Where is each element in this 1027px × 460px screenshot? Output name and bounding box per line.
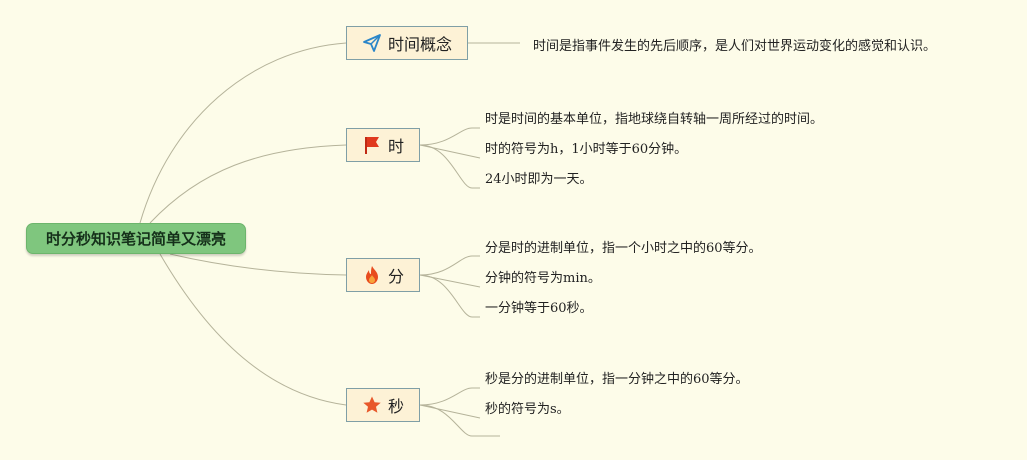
connector-minute-leaf-1: [419, 255, 480, 276]
connector-hour-leaf-3: [419, 144, 480, 189]
branch-minute[interactable]: 分: [346, 258, 420, 292]
branch-hour[interactable]: 时: [346, 128, 420, 162]
connector-minute-leaf-3: [419, 274, 480, 318]
leaf-hour-2[interactable]: 时的符号为h，1小时等于60分钟。: [485, 142, 688, 157]
leaf-second-1[interactable]: 秒是分的进制单位，指一分钟之中的60等分。: [485, 372, 749, 387]
red-flag-icon: [362, 135, 382, 155]
branch-label: 秒: [387, 397, 404, 416]
connector-hour-leaf-2: [419, 144, 481, 159]
leaf-hour-1[interactable]: 时是时间的基本单位，指地球绕自转轴一周所经过的时间。: [485, 112, 824, 127]
branch-time-concept[interactable]: 时间概念: [346, 26, 468, 60]
branch-second[interactable]: 秒: [346, 388, 420, 422]
root-topic[interactable]: 时分秒知识笔记简单又漂亮: [26, 223, 246, 254]
connector-root-time-concept: [139, 42, 347, 224]
leaf-hour-3[interactable]: 24小时即为一天。: [485, 172, 593, 187]
connector-root-second: [159, 253, 347, 406]
fire-icon: [362, 265, 382, 285]
leaf-minute-1[interactable]: 分是时的进制单位，指一个小时之中的60等分。: [485, 241, 762, 256]
connector-second-leaf-2: [419, 404, 481, 419]
star-icon: [362, 395, 382, 415]
leaf-time-concept-1[interactable]: 时间是指事件发生的先后顺序，是人们对世界运动变化的感觉和认识。: [533, 39, 937, 54]
connector-root-minute: [169, 253, 347, 276]
branch-label: 时: [387, 137, 404, 156]
connector-root-hour: [149, 144, 347, 224]
leaf-minute-3[interactable]: 一分钟等于60秒。: [485, 301, 593, 316]
connector-hour-leaf-1: [419, 127, 480, 146]
branch-label: 分: [387, 267, 404, 286]
branch-label: 时间概念: [387, 35, 452, 54]
connector-second-leaf-1: [419, 387, 480, 406]
paper-plane-icon: [362, 33, 382, 53]
leaf-second-2[interactable]: 秒的符号为s。: [485, 402, 570, 417]
leaf-minute-2[interactable]: 分钟的符号为min。: [485, 271, 601, 286]
connector-second-leaf-3: [419, 404, 500, 437]
